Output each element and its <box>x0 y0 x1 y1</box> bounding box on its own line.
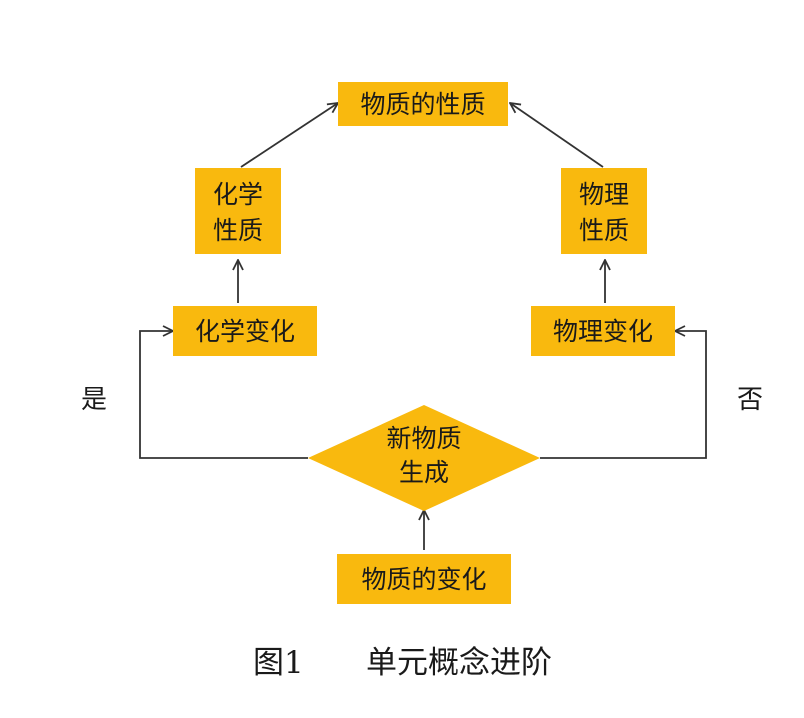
node-chemical-change-box <box>173 306 317 356</box>
node-chemical-change-label: 化学变化 <box>195 317 295 346</box>
arrow-physical-properties-to-material-properties <box>510 103 604 168</box>
branch-label-no: 否 <box>737 385 763 415</box>
node-physical-change: 物理变化 <box>531 306 675 356</box>
node-chemical-change: 化学变化 <box>173 306 317 356</box>
node-chemical-properties-box <box>195 168 281 254</box>
branch-label-yes: 是 <box>81 385 107 415</box>
node-chemical-properties: 化学 性质 <box>195 168 281 254</box>
node-chemical-properties-label-line2: 性质 <box>213 216 263 245</box>
node-new-substance-diamond <box>308 405 540 511</box>
node-material-properties: 物质的性质 <box>338 82 508 126</box>
node-material-change-box <box>337 554 511 604</box>
arrow-yes-to-chemical-change <box>139 331 308 459</box>
node-material-change: 物质的变化 <box>337 554 511 604</box>
node-physical-properties-label-line1: 物理 <box>579 180 629 209</box>
arrow-chemical-properties-to-material-properties <box>240 103 338 168</box>
node-physical-properties-box <box>561 168 647 254</box>
node-new-substance-decision: 新物质 生成 <box>308 405 540 511</box>
connectors <box>139 103 707 550</box>
arrow-no-to-physical-change <box>540 331 707 459</box>
node-new-substance-label-line1: 新物质 <box>386 424 461 453</box>
node-material-properties-box <box>338 82 508 126</box>
node-material-change-label: 物质的变化 <box>361 565 486 594</box>
node-physical-properties: 物理 性质 <box>561 168 647 254</box>
node-physical-properties-label-line2: 性质 <box>579 216 629 245</box>
caption-figure-number: 图1 <box>253 645 304 681</box>
node-material-properties-label: 物质的性质 <box>360 90 485 119</box>
node-physical-change-label: 物理变化 <box>553 317 653 346</box>
caption-title: 单元概念进阶 <box>366 645 552 681</box>
node-physical-change-box <box>531 306 675 356</box>
node-new-substance-label-line2: 生成 <box>399 458 449 487</box>
figure-caption: 图1 单元概念进阶 <box>253 645 552 681</box>
node-chemical-properties-label-line1: 化学 <box>213 180 263 209</box>
